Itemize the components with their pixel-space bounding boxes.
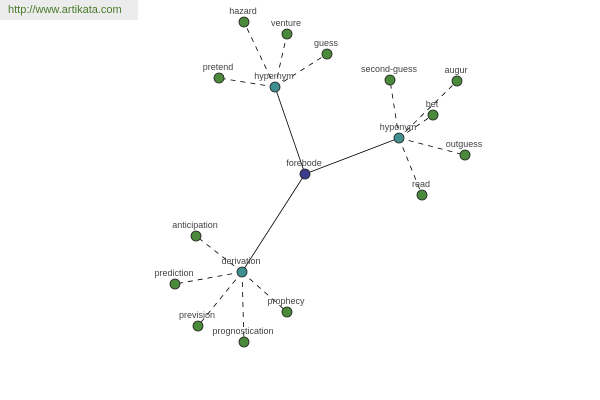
word-node-circle[interactable] xyxy=(384,74,396,86)
word-edge xyxy=(398,114,434,139)
relation-node-hypernym[interactable]: hypernym xyxy=(254,71,294,93)
relation-node-label: derivation xyxy=(221,256,260,266)
word-node-label: prophecy xyxy=(267,296,305,306)
word-node-circle[interactable] xyxy=(169,278,181,290)
word-edge xyxy=(195,235,243,273)
word-node-circle[interactable] xyxy=(238,16,250,28)
word-node-second-guess[interactable]: second-guess xyxy=(361,64,418,86)
word-node-circle[interactable] xyxy=(281,28,293,40)
word-node-circle[interactable] xyxy=(281,306,293,318)
word-node-label: prognostication xyxy=(212,326,273,336)
word-node-label: prevision xyxy=(179,310,215,320)
word-node-prognostication[interactable]: prognostication xyxy=(212,326,274,348)
word-node-bet[interactable]: bet xyxy=(426,99,439,121)
word-node-label: guess xyxy=(314,38,339,48)
word-edge xyxy=(174,271,243,285)
word-node-prevision[interactable]: prevision xyxy=(179,310,215,332)
word-node-circle[interactable] xyxy=(321,48,333,60)
relation-node-label: hyponym xyxy=(380,122,417,132)
word-node-circle[interactable] xyxy=(427,109,439,121)
word-node-hazard[interactable]: hazard xyxy=(229,6,257,28)
relation-node-circle[interactable] xyxy=(393,132,405,144)
word-node-circle[interactable] xyxy=(192,320,204,332)
relation-node-derivation[interactable]: derivation xyxy=(221,256,261,278)
word-node-circle[interactable] xyxy=(459,149,471,161)
word-node-read[interactable]: read xyxy=(412,179,430,201)
relation-node-hyponym[interactable]: hyponym xyxy=(380,122,417,144)
word-node-outguess[interactable]: outguess xyxy=(446,139,483,161)
root-node-forebode[interactable]: forebode xyxy=(286,158,322,180)
word-node-circle[interactable] xyxy=(190,230,202,242)
word-node-circle[interactable] xyxy=(416,189,428,201)
relation-edge xyxy=(304,137,400,175)
relation-node-circle[interactable] xyxy=(236,266,248,278)
word-node-label: prediction xyxy=(154,268,193,278)
relation-node-circle[interactable] xyxy=(269,81,281,93)
word-node-prediction[interactable]: prediction xyxy=(154,268,194,290)
site-banner[interactable]: http://www.artikata.com xyxy=(0,0,138,20)
word-node-label: bet xyxy=(426,99,439,109)
word-edge xyxy=(398,137,423,196)
word-node-label: second-guess xyxy=(361,64,418,74)
word-node-label: outguess xyxy=(446,139,483,149)
word-edge xyxy=(241,271,288,313)
word-node-label: augur xyxy=(444,65,467,75)
word-node-guess[interactable]: guess xyxy=(314,38,339,60)
word-edge xyxy=(243,21,276,88)
root-node-circle[interactable] xyxy=(299,168,311,180)
word-node-circle[interactable] xyxy=(451,75,463,87)
relation-node-label: hypernym xyxy=(254,71,294,81)
word-node-label: venture xyxy=(271,18,301,28)
word-node-label: anticipation xyxy=(172,220,218,230)
word-edge xyxy=(274,53,328,88)
site-url-link[interactable]: http://www.artikata.com xyxy=(8,4,122,16)
word-node-prophecy[interactable]: prophecy xyxy=(267,296,305,318)
word-node-venture[interactable]: venture xyxy=(271,18,301,40)
word-edge xyxy=(398,80,458,139)
word-node-label: hazard xyxy=(229,6,257,16)
word-edge xyxy=(197,271,243,327)
word-node-anticipation[interactable]: anticipation xyxy=(172,220,218,242)
word-edge xyxy=(398,137,466,156)
word-node-label: read xyxy=(412,179,430,189)
word-node-circle[interactable] xyxy=(238,336,250,348)
word-node-circle[interactable] xyxy=(213,72,225,84)
word-edge xyxy=(241,271,245,343)
word-node-pretend[interactable]: pretend xyxy=(203,62,234,84)
relation-edge xyxy=(274,86,306,175)
word-node-augur[interactable]: augur xyxy=(444,65,468,87)
root-node-label: forebode xyxy=(286,158,322,168)
relation-edge xyxy=(241,173,306,273)
word-node-label: pretend xyxy=(203,62,234,72)
